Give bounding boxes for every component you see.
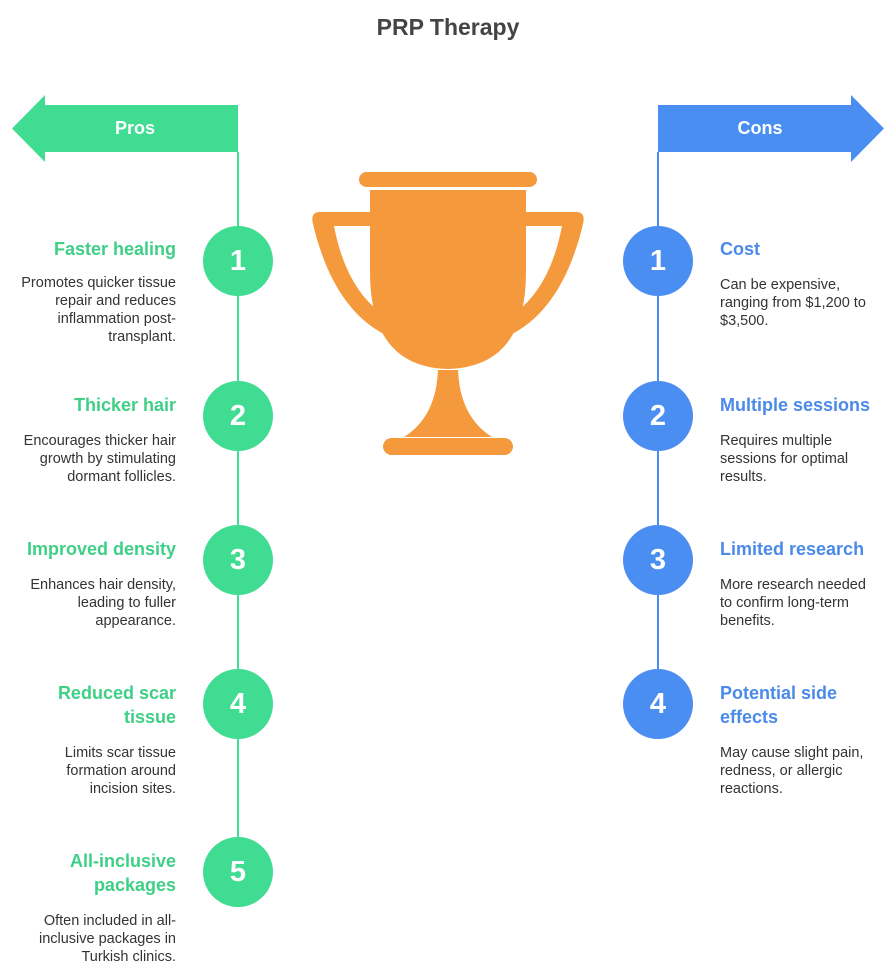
cons-number-4: 4: [623, 669, 693, 739]
pros-title-3: Improved density: [26, 539, 176, 559]
pros-desc-3: Enhances hair density, leading to fuller…: [30, 577, 176, 629]
cons-label: Cons: [737, 118, 783, 138]
pros-title-5: All-inclusive packages: [69, 851, 176, 895]
cons-desc-2: Requires multiple sessions for optimal r…: [720, 433, 849, 485]
cons-desc-4: May cause slight pain, redness, or aller…: [720, 745, 864, 797]
cons-desc-3: More research needed to confirm long-ter…: [720, 577, 866, 629]
trophy-icon: [312, 172, 584, 455]
pros-desc-2: Encourages thicker hair growth by stimul…: [23, 433, 176, 485]
pros-number-1: 1: [203, 226, 273, 296]
pros-arrow: Pros: [12, 95, 238, 162]
pros-desc-4: Limits scar tissue formation around inci…: [64, 745, 176, 797]
diagram-title: PRP Therapy: [376, 14, 520, 40]
cons-number-3: 3: [623, 525, 693, 595]
pros-desc-5: Often included in all-inclusive packages…: [38, 913, 176, 965]
right-arrow-icon: [658, 95, 884, 162]
pros-number-4: 4: [203, 669, 273, 739]
cons-title-1: Cost: [720, 239, 760, 259]
left-arrow-icon: [12, 95, 238, 162]
pros-timeline-line: [237, 152, 239, 872]
cons-desc-1: Can be expensive, ranging from $1,200 to…: [720, 277, 866, 329]
pros-label: Pros: [114, 118, 156, 138]
pros-number-5: 5: [203, 837, 273, 907]
pros-title-1: Faster healing: [53, 239, 176, 259]
cons-title-3: Limited research: [720, 539, 865, 559]
pros-number-2: 2: [203, 381, 273, 451]
pros-desc-1: Promotes quicker tissue repair and reduc…: [21, 275, 176, 345]
cons-title-2: Multiple sessions: [720, 395, 871, 415]
pros-title-4: Reduced scar tissue: [57, 683, 176, 727]
cons-number-2: 2: [623, 381, 693, 451]
cons-title-4: Potential side effects: [720, 683, 838, 727]
cons-arrow: Cons: [658, 95, 884, 162]
cons-number-1: 1: [623, 226, 693, 296]
pros-title-2: Thicker hair: [73, 395, 176, 415]
pros-number-3: 3: [203, 525, 273, 595]
